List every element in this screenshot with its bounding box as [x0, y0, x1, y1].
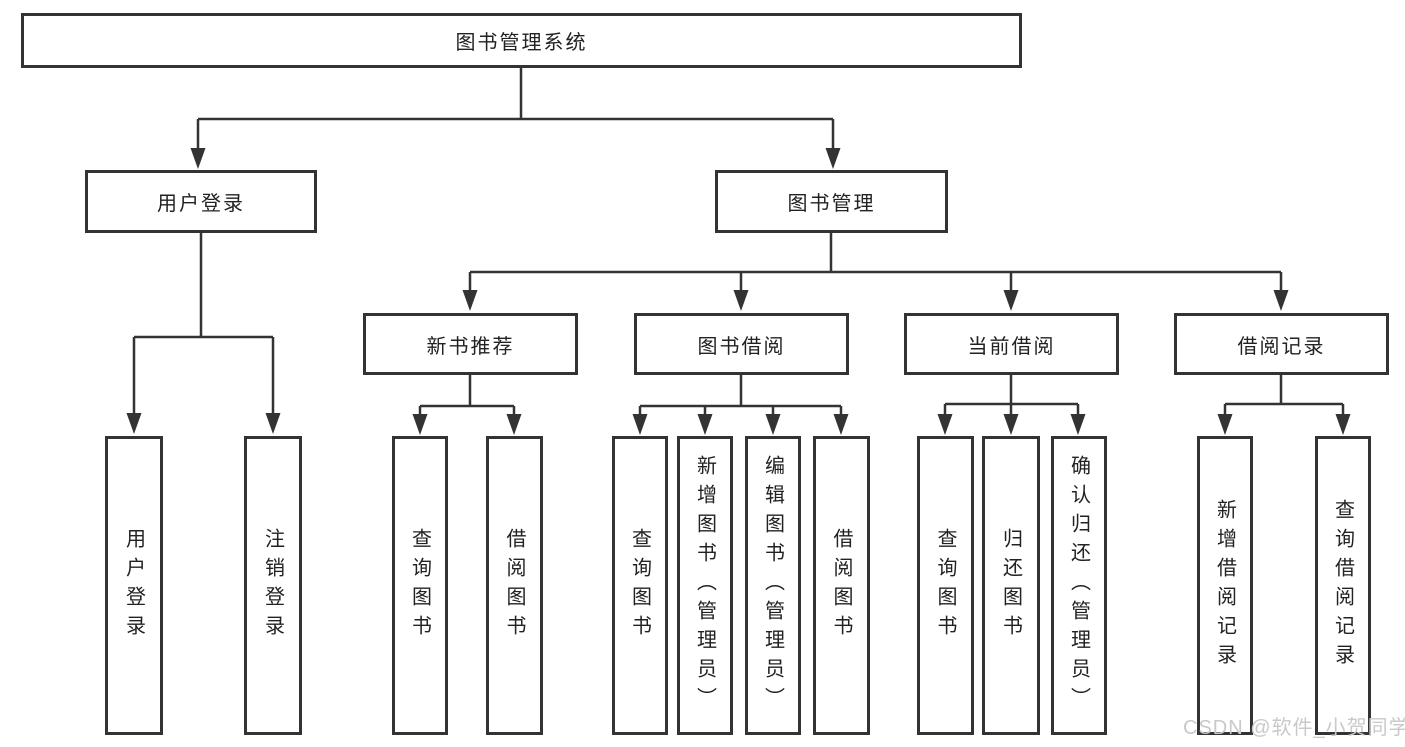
leaf-user-login: 用户登录: [105, 436, 163, 735]
csdn-watermark: CSDN @软件_小贺同学: [1183, 717, 1405, 739]
node-borrowing-records: 借阅记录: [1174, 313, 1389, 375]
leaf-borrow-add-books-admin: 新增图书（管理员）: [677, 436, 733, 735]
leaf-records-add-record: 新增借阅记录: [1197, 436, 1253, 735]
leaf-borrow-query-books: 查询图书: [612, 436, 668, 735]
node-root-system: 图书管理系统: [21, 13, 1022, 68]
node-book-management: 图书管理: [715, 170, 948, 233]
leaf-current-query-books: 查询图书: [917, 436, 974, 735]
node-current-borrowing: 当前借阅: [904, 313, 1119, 375]
node-new-book-recommend: 新书推荐: [363, 313, 578, 375]
leaf-newrec-query-books: 查询图书: [392, 436, 448, 735]
node-user-login: 用户登录: [85, 170, 317, 233]
arrowheads: [126, 148, 1351, 435]
leaf-current-confirm-return-admin: 确认归还（管理员）: [1051, 436, 1107, 735]
leaf-borrow-edit-books-admin: 编辑图书（管理员）: [745, 436, 801, 735]
leaf-borrow-borrow-books: 借阅图书: [813, 436, 870, 735]
leaf-records-query-record: 查询借阅记录: [1315, 436, 1371, 735]
leaf-newrec-borrow-books: 借阅图书: [486, 436, 543, 735]
node-book-borrowing: 图书借阅: [634, 313, 849, 375]
leaf-current-return-books: 归还图书: [982, 436, 1040, 735]
leaf-logout: 注销登录: [244, 436, 302, 735]
